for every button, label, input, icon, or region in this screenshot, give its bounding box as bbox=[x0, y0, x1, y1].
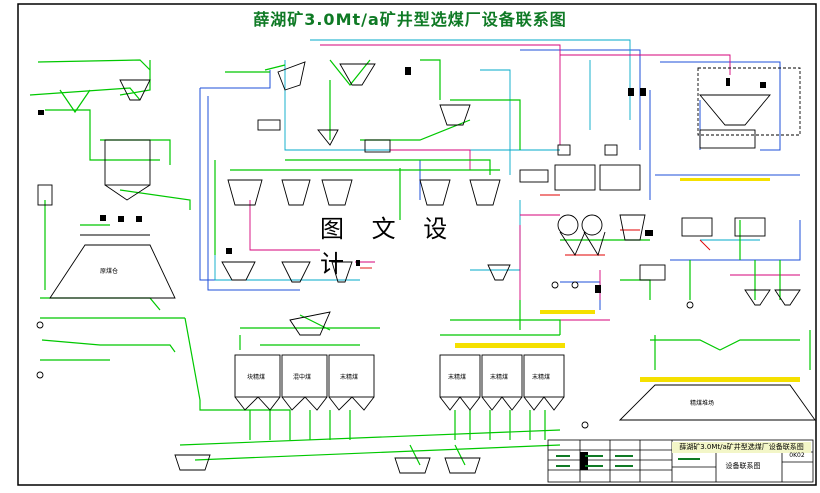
drawing-title: 薛湖矿3.0Mt/a矿井型选煤厂设备联系图 bbox=[253, 10, 567, 29]
bin-label-stockpile: 精煤堆场 bbox=[690, 400, 715, 407]
title-block-glyphs bbox=[556, 455, 700, 467]
motor-blocks bbox=[38, 67, 766, 470]
yellow-strips bbox=[455, 178, 800, 382]
title-block-drawing-name: 设备联系图 bbox=[725, 462, 761, 470]
watermark-stamp: 图 文 设 计 bbox=[320, 215, 488, 278]
bin-label-middlings: 混中煤 bbox=[293, 374, 312, 381]
bin-label-raw-coal: 原煤仓 bbox=[100, 268, 119, 275]
bin-label-fine-clean-3: 末精煤 bbox=[490, 374, 509, 381]
bin-label-lump-clean: 块精煤 bbox=[247, 374, 266, 381]
title-block-header: 薛湖矿3.0Mt/a矿井型选煤厂设备联系图 bbox=[672, 442, 811, 453]
bin-label-fine-clean-1: 末精煤 bbox=[340, 374, 359, 381]
bin-label-fine-clean-2: 末精煤 bbox=[448, 374, 467, 381]
drawing-border bbox=[17, 3, 817, 486]
bin-label-fine-clean-4: 末精煤 bbox=[532, 374, 551, 381]
title-block-drawing-no: 0K02 bbox=[789, 452, 805, 459]
equipment-shapes bbox=[36, 61, 816, 474]
